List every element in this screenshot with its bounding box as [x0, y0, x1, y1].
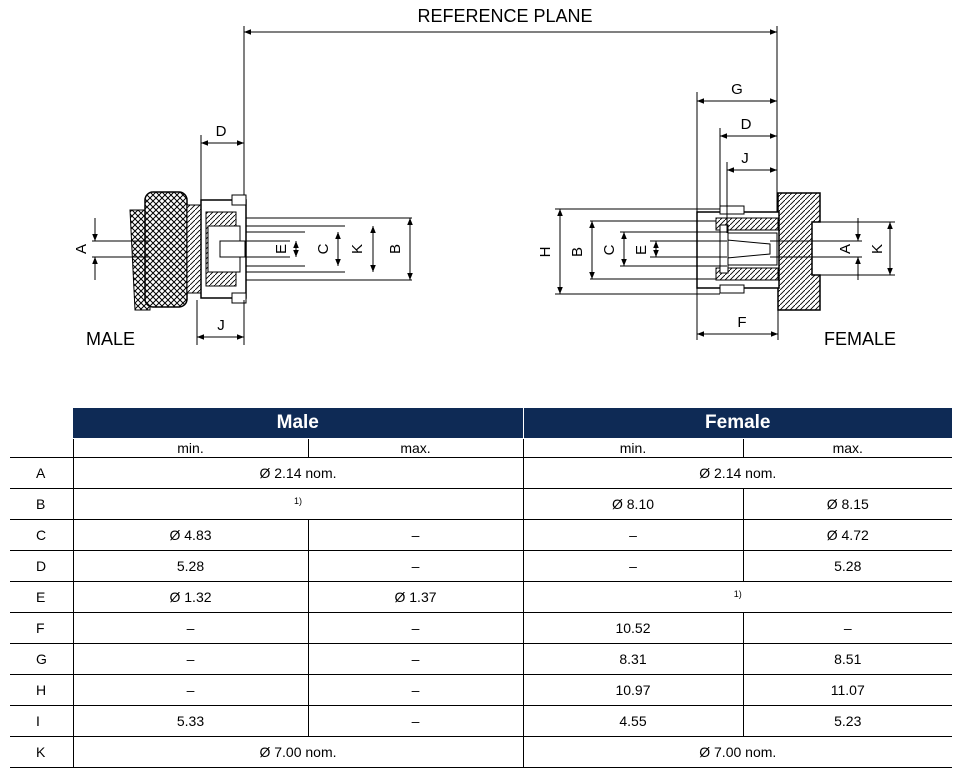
table-row: F––10.52– [10, 612, 953, 644]
male-value: Ø 2.14 nom. [73, 457, 523, 489]
female-max-value: Ø 4.72 [742, 519, 953, 551]
male-max-value: – [307, 643, 523, 675]
male-dim-a: A [73, 244, 90, 254]
male-value: 1) [73, 488, 523, 520]
male-max-value: Ø 1.37 [307, 581, 523, 613]
connector-drawing: REFERENCE PLANE [73, 6, 896, 349]
female-dim-f: F [737, 314, 746, 331]
row-label: I [10, 705, 74, 737]
female-max-value: 5.28 [742, 550, 953, 582]
male-label: MALE [86, 329, 135, 349]
row-label: A [10, 457, 74, 489]
row-label: C [10, 519, 74, 551]
male-max-value: – [307, 550, 523, 582]
female-dim-a: A [837, 244, 854, 254]
female-header: Female [522, 408, 953, 439]
row-label: F [10, 612, 74, 644]
female-dim-d: D [741, 116, 752, 133]
row-label: B [10, 488, 74, 520]
row-label: K [10, 736, 74, 768]
male-max-label: max. [307, 438, 523, 458]
female-max-label: max. [742, 438, 953, 458]
footnote-marker: 1) [293, 495, 302, 506]
female-dim-g: G [731, 81, 743, 98]
male-min-value: Ø 1.32 [73, 581, 308, 613]
male-dim-k: K [349, 244, 366, 254]
female-max-value: 5.23 [742, 705, 953, 737]
row-label: G [10, 643, 74, 675]
male-min-value: – [73, 674, 308, 706]
female-min-value: 8.31 [522, 643, 743, 675]
female-max-value: – [742, 612, 953, 644]
male-max-value: – [307, 612, 523, 644]
female-dim-h: H [537, 247, 554, 258]
male-connector: D J A E C K B MALE [73, 123, 413, 349]
female-dim-c: C [601, 244, 618, 255]
row-label: H [10, 674, 74, 706]
female-min-value: 10.97 [522, 674, 743, 706]
row-label: E [10, 581, 74, 613]
male-min-value: Ø 4.83 [73, 519, 308, 551]
female-label: FEMALE [824, 329, 896, 349]
female-connector: G D J F H B C E A K FEMALE [537, 81, 896, 349]
female-min-value: Ø 8.10 [522, 488, 743, 520]
female-value: Ø 2.14 nom. [522, 457, 953, 489]
female-min-value: – [522, 519, 743, 551]
male-dim-d: D [216, 123, 227, 140]
female-value: Ø 7.00 nom. [522, 736, 953, 768]
female-min-value: 4.55 [522, 705, 743, 737]
female-dim-e: E [633, 245, 650, 255]
female-max-value: Ø 8.15 [742, 488, 953, 520]
male-min-value: – [73, 612, 308, 644]
footnote-marker: 1) [733, 588, 742, 599]
female-max-value: 11.07 [742, 674, 953, 706]
male-min-label: min. [73, 438, 308, 458]
male-dim-c: C [315, 243, 332, 254]
female-min-value: 10.52 [522, 612, 743, 644]
male-dim-e: E [273, 244, 290, 254]
female-min-label: min. [522, 438, 743, 458]
female-dim-b: B [569, 247, 586, 257]
male-value: Ø 7.00 nom. [73, 736, 523, 768]
male-min-value: 5.28 [73, 550, 308, 582]
female-max-value: 8.51 [742, 643, 953, 675]
female-min-value: – [522, 550, 743, 582]
female-value: 1) [522, 581, 953, 613]
min-max-row: min. max. min. max. [10, 438, 953, 458]
male-max-value: – [307, 674, 523, 706]
female-dim-j: J [741, 150, 749, 167]
male-dim-j: J [217, 317, 225, 334]
female-dim-k: K [869, 244, 886, 254]
reference-plane-label: REFERENCE PLANE [417, 6, 592, 26]
male-header: Male [73, 408, 523, 439]
male-min-value: – [73, 643, 308, 675]
male-max-value: – [307, 519, 523, 551]
male-dim-b: B [387, 244, 404, 254]
male-min-value: 5.33 [73, 705, 308, 737]
row-label: D [10, 550, 74, 582]
male-max-value: – [307, 705, 523, 737]
